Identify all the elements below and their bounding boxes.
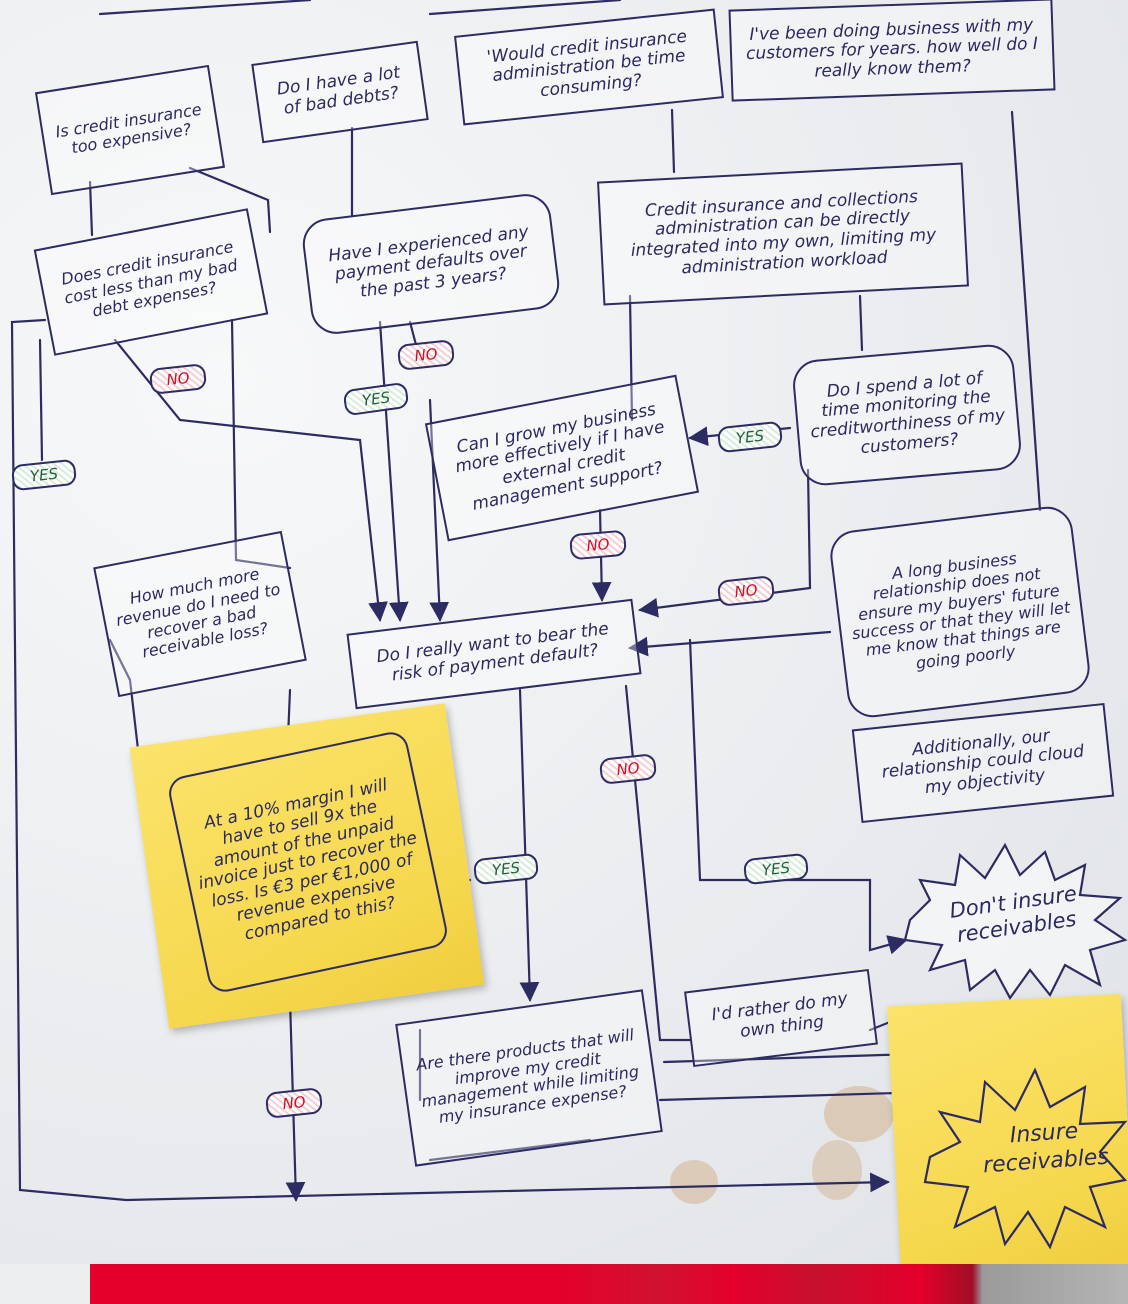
outcome-dont-insure-burst	[903, 842, 1128, 1000]
brand-color-band	[90, 1264, 1128, 1304]
statement-integrated-administration: Credit insurance and collections adminis…	[597, 162, 969, 306]
outcome-insure-burst	[923, 1067, 1128, 1250]
statement-long-relationship: A long business relationship does not en…	[827, 503, 1093, 721]
statement-know-customers: I've been doing business with my custome…	[728, 0, 1056, 102]
question-monitoring-creditworthiness: Do I spend a lot of time monitoring the …	[790, 342, 1024, 488]
outcome-insure: Insure receivables	[982, 1118, 1110, 1178]
no-badge: NO	[568, 529, 628, 561]
coffee-stain	[670, 1160, 718, 1204]
coffee-stain	[812, 1140, 862, 1200]
